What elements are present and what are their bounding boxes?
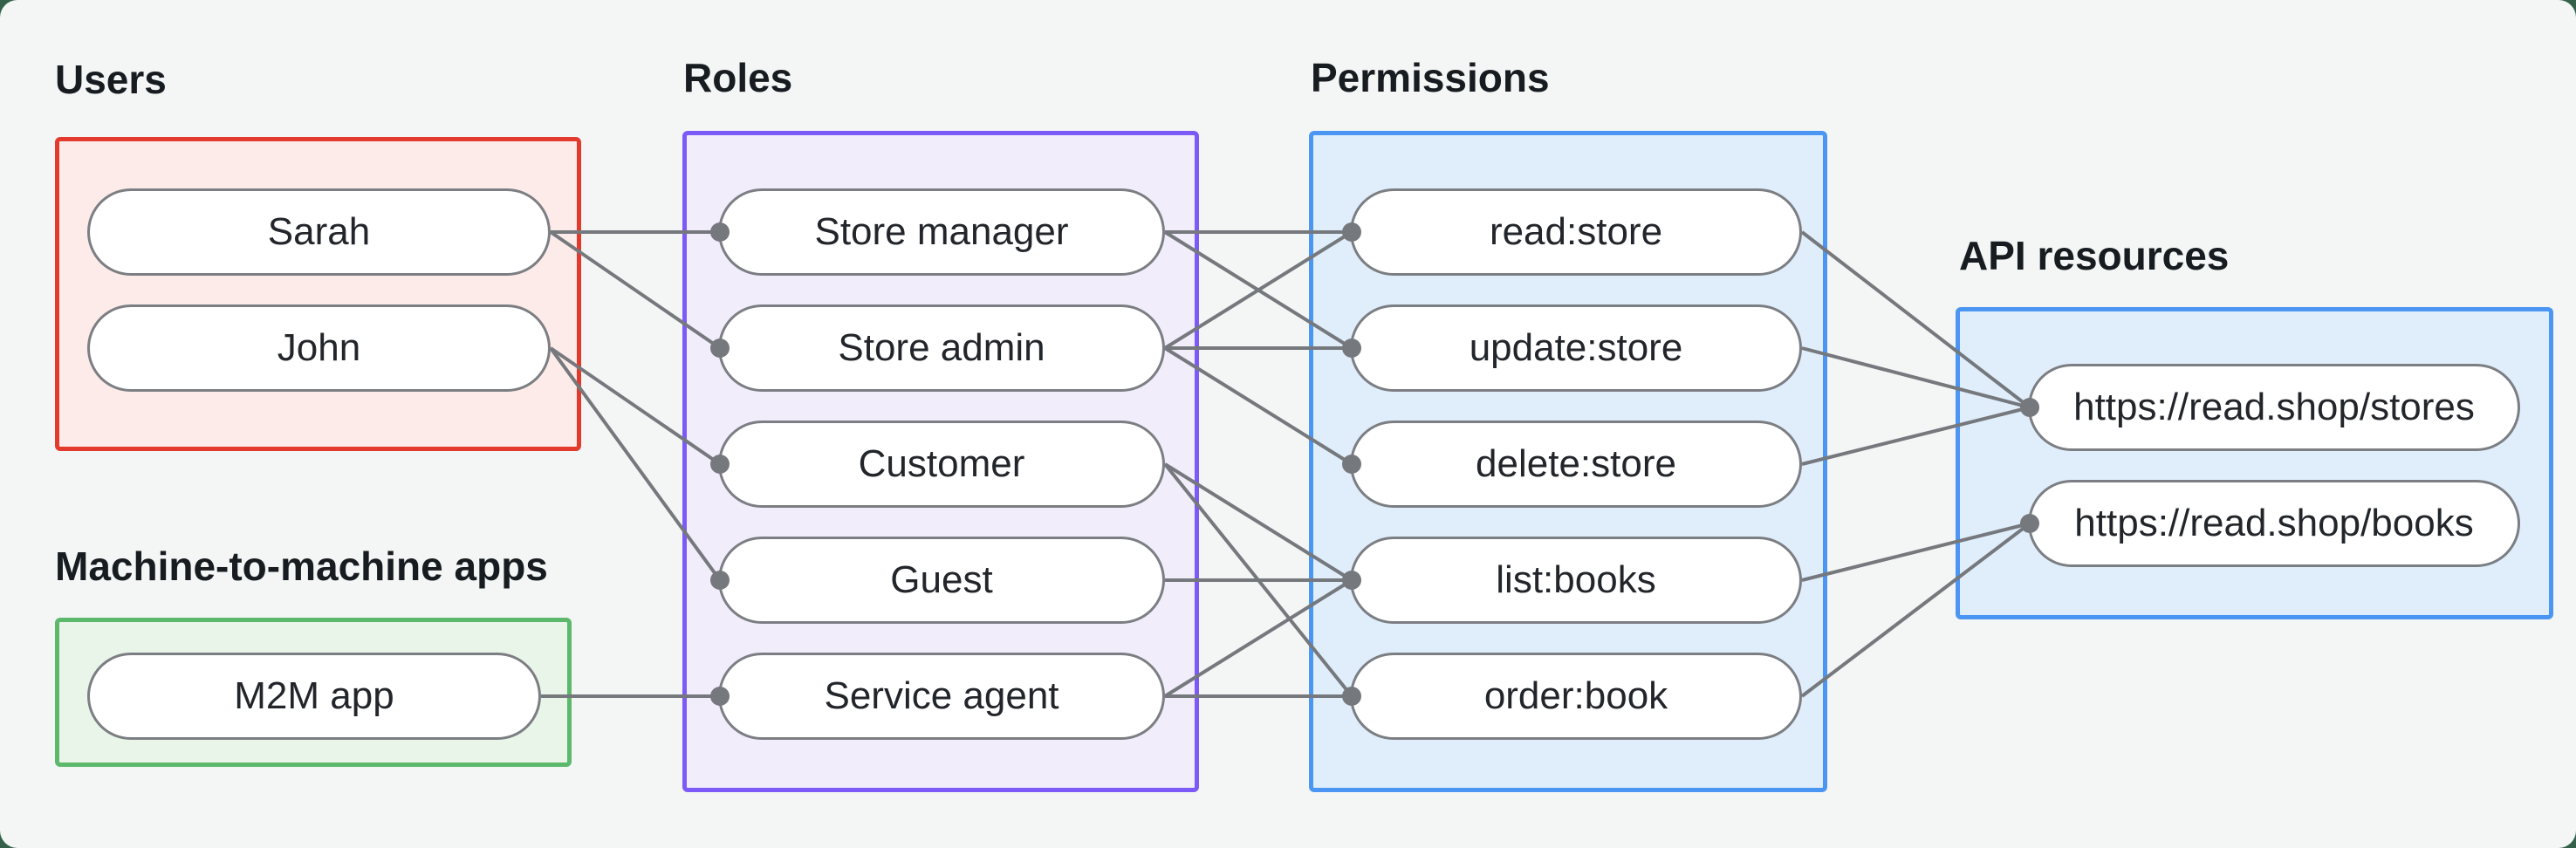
node-pill-update-store: update:store <box>1350 304 1802 392</box>
node-pill-store-manager: Store manager <box>718 188 1165 276</box>
roles-section-label: Roles <box>683 55 793 100</box>
connection-line-customer-to-list-books <box>1163 462 1353 582</box>
connection-line-delete-store-to-https-read-shop-stores <box>1801 406 2031 466</box>
node-pill-delete-store: delete:store <box>1350 421 1802 508</box>
connector-dot-read-store <box>1342 222 1361 242</box>
connection-line-service-agent-to-list-books <box>1163 578 1353 698</box>
connector-dot-store-manager <box>710 222 730 242</box>
api-resources-section-label: API resources <box>1959 233 2230 278</box>
connector-dot-customer <box>710 455 730 474</box>
node-pill-customer: Customer <box>718 421 1165 508</box>
node-pill-order-book: order:book <box>1350 653 1802 740</box>
connection-line-update-store-to-https-read-shop-stores <box>1801 346 2031 409</box>
api-resources-group-box <box>1956 307 2553 619</box>
connector-dot-service-agent <box>710 687 730 706</box>
connector-dot-guest <box>710 571 730 590</box>
connector-dot-order-book <box>1342 687 1361 706</box>
node-pill-guest: Guest <box>718 537 1165 624</box>
node-pill-m2m-app: M2M app <box>87 653 541 740</box>
connector-dot-store-admin <box>710 339 730 358</box>
connector-dot-list-books <box>1342 571 1361 590</box>
connection-line-store-admin-to-delete-store <box>1163 346 1353 466</box>
node-pill-sarah: Sarah <box>87 188 551 276</box>
connection-line-read-store-to-https-read-shop-stores <box>1800 230 2031 409</box>
connector-dot-https-read-shop-stores <box>2020 398 2039 417</box>
connection-line-john-to-guest <box>549 346 722 582</box>
connector-dot-update-store <box>1342 339 1361 358</box>
connection-line-order-book-to-https-read-shop-books <box>1800 522 2031 698</box>
connection-line-store-admin-to-read-store <box>1163 230 1353 350</box>
connection-line-sarah-to-store-admin <box>549 230 722 350</box>
node-pill-store-admin: Store admin <box>718 304 1165 392</box>
connector-dot-delete-store <box>1342 455 1361 474</box>
node-pill-list-books: list:books <box>1350 537 1802 624</box>
node-pill-https-read-shop-stores: https://read.shop/stores <box>2028 364 2520 451</box>
node-pill-john: John <box>87 304 551 392</box>
permissions-section-label: Permissions <box>1311 55 1550 100</box>
node-pill-service-agent: Service agent <box>718 653 1165 740</box>
users-section-label: Users <box>55 57 167 102</box>
node-pill-https-read-shop-books: https://read.shop/books <box>2028 480 2520 567</box>
connector-dot-https-read-shop-books <box>2020 514 2039 533</box>
connection-line-list-books-to-https-read-shop-books <box>1801 522 2031 582</box>
connection-line-john-to-customer <box>549 346 722 466</box>
m2m-section-label: Machine-to-machine apps <box>55 544 548 589</box>
